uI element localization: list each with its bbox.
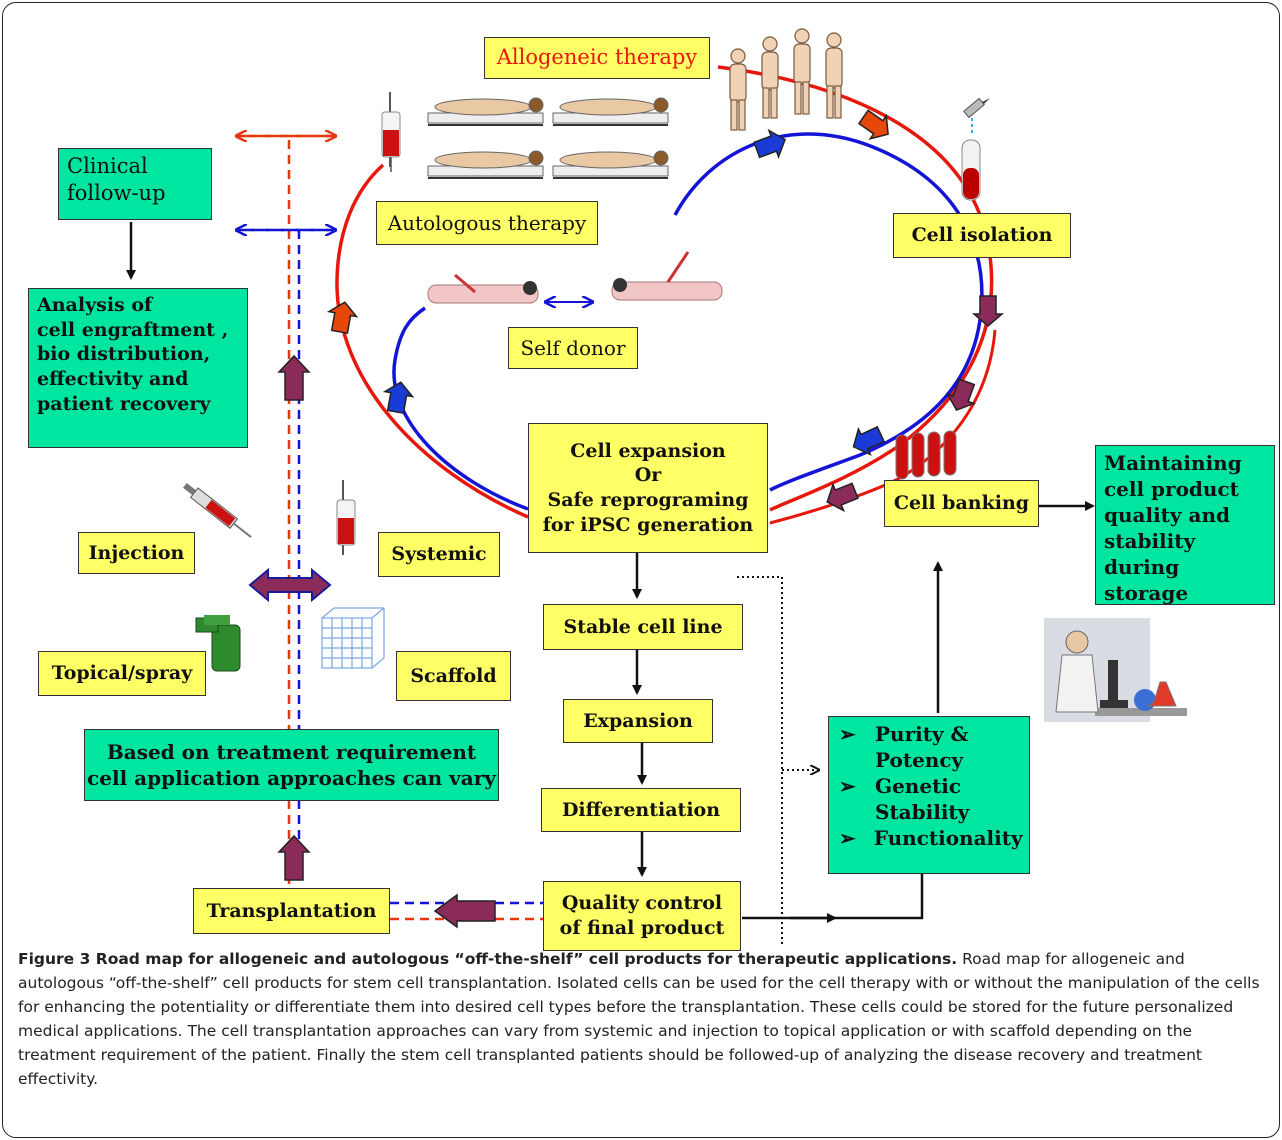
topical-spray-box: Topical/spray: [38, 651, 206, 696]
blood-tubes-icon: [895, 430, 957, 480]
upward-block-arrow: [277, 834, 311, 881]
double-block-arrow: [248, 567, 332, 603]
cycle-arrow: [826, 482, 859, 513]
scaffold-box: Scaffold: [396, 651, 511, 701]
cycle-arrow: [382, 381, 415, 415]
allogeneic-therapy-label: Allogeneic therapy: [484, 37, 710, 79]
quality-control-box: Quality control of final product: [543, 881, 741, 951]
cell-expansion-box: Cell expansion Or Safe reprograming for …: [528, 423, 768, 553]
cycle-arrow: [857, 109, 889, 140]
injection-box: Injection: [78, 532, 195, 574]
caption-text: Road map for allogeneic and autologous “…: [18, 950, 1260, 1089]
figure-caption: Figure 3 Road map for allogeneic and aut…: [18, 947, 1268, 1091]
cell-isolation-box: Cell isolation: [893, 213, 1071, 258]
left-block-arrow: [433, 893, 496, 929]
patients-in-bed-icon: [427, 97, 669, 179]
qc-item-purity: ➢Purity &: [839, 722, 969, 746]
differentiation-box: Differentiation: [541, 788, 741, 832]
analysis-box: Analysis of cell engraftment , bio distr…: [28, 288, 248, 448]
qc-item-stability: Stability: [875, 800, 970, 824]
syringe-icon: [183, 482, 252, 538]
maintaining-box: Maintaining cell product quality and sta…: [1095, 445, 1275, 605]
cycle-arrow: [852, 425, 886, 456]
scientist-microscope-icon: [1044, 618, 1187, 722]
iv-bag-icon: [381, 92, 401, 172]
pipette-tube-icon: [961, 97, 990, 201]
cell-banking-box: Cell banking: [884, 480, 1039, 527]
qc-criteria-box: ➢Purity & Potency ➢Genetic Stability ➢Fu…: [828, 716, 1030, 874]
self-donor-label: Self donor: [508, 327, 638, 369]
iv-bag-icon: [336, 480, 356, 555]
autologous-therapy-label: Autologous therapy: [376, 201, 598, 245]
qc-item-potency: Potency: [875, 748, 964, 772]
upward-block-arrow: [277, 354, 311, 401]
cycle-arrow: [945, 378, 976, 411]
diagram-canvas: [126, 28, 1187, 945]
qc-item-genetic: ➢Genetic: [839, 774, 962, 798]
scaffold-mesh-icon: [321, 607, 385, 669]
standing-people-icon: [729, 28, 843, 131]
self-donor-patient-icon: [427, 251, 723, 304]
cycle-arrow: [326, 301, 359, 335]
expansion-box: Expansion: [563, 699, 713, 743]
systemic-box: Systemic: [378, 532, 500, 577]
caption-label: Figure 3 Road map for allogeneic and aut…: [18, 950, 958, 968]
cycle-arrow: [753, 128, 786, 159]
spray-bottle-icon: [195, 615, 241, 672]
application-approaches-box: Based on treatment requirement cell appl…: [84, 729, 499, 801]
cycle-arrow: [971, 295, 1005, 327]
stable-cell-line-box: Stable cell line: [543, 604, 743, 650]
qc-item-functionality: ➢Functionality: [839, 826, 1023, 850]
clinical-followup-box: Clinical follow-up: [58, 148, 212, 220]
transplantation-box: Transplantation: [193, 888, 390, 934]
